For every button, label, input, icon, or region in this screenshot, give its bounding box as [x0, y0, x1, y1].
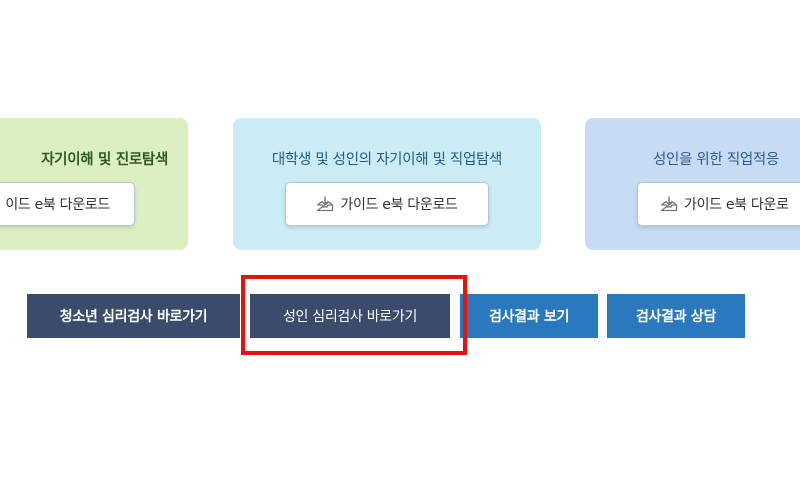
card-title: 대학생 및 성인의 자기이해 및 직업탐색 [271, 152, 503, 168]
view-results-button[interactable]: 검사결과 보기 [460, 294, 598, 338]
download-ebook-button[interactable]: 가이드 e북 다운로 [637, 182, 800, 226]
card-adjustment-guide: 성인을 위한 직업적응 가이드 e북 다운로 [585, 118, 800, 250]
youth-test-link-button[interactable]: 청소년 심리검사 바로가기 [27, 294, 240, 338]
download-tray-icon [316, 196, 334, 212]
card-adult-guide: 대학생 및 성인의 자기이해 및 직업탐색 가이드 e북 다운로드 [233, 118, 541, 250]
download-ebook-label: 가이드 e북 다운로드 [340, 197, 458, 213]
card-title: 자기이해 및 진로탐색 [41, 152, 168, 168]
download-ebook-button[interactable]: 이드 e북 다운로드 [0, 182, 135, 226]
card-youth-guide: 자기이해 및 진로탐색 이드 e북 다운로드 [0, 118, 188, 250]
download-ebook-label: 가이드 e북 다운로 [684, 197, 789, 213]
results-consultation-button[interactable]: 검사결과 상담 [607, 294, 745, 338]
download-ebook-label: 이드 e북 다운로드 [5, 197, 110, 213]
card-title: 성인을 위한 직업적응 [653, 152, 779, 168]
download-tray-icon [660, 196, 678, 212]
adult-test-link-button[interactable]: 성인 심리검사 바로가기 [250, 294, 450, 338]
download-ebook-button[interactable]: 가이드 e북 다운로드 [285, 182, 489, 226]
